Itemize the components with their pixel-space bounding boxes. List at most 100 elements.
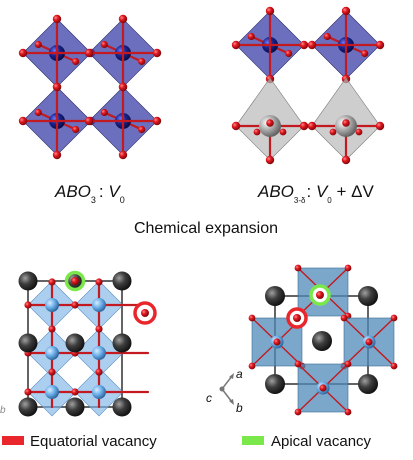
oxygen-atom bbox=[118, 150, 128, 160]
oxygen-atom bbox=[340, 314, 348, 322]
oxygen-atom bbox=[265, 155, 275, 165]
oxygen-atom bbox=[248, 314, 256, 322]
formula-abo3: ABO3: V0 bbox=[54, 182, 125, 205]
formula-abo3-delta: ABO3-δ: V0 + ΔV bbox=[257, 182, 374, 205]
oxygen-atom bbox=[52, 150, 62, 160]
oxygen-atom bbox=[24, 388, 32, 396]
a-site-atom bbox=[65, 333, 85, 353]
b-site-atom bbox=[45, 385, 59, 399]
oxygen-atom bbox=[71, 277, 79, 285]
blue-octahedron bbox=[18, 14, 96, 92]
a-site-atom bbox=[18, 333, 38, 353]
legend-equatorial-swatch bbox=[2, 436, 24, 445]
oxygen-atom bbox=[329, 128, 337, 136]
oxygen-atom bbox=[273, 338, 281, 346]
oxygen-atom bbox=[138, 57, 146, 66]
oxygen-atom bbox=[253, 128, 261, 136]
steel-blue-octahedron bbox=[294, 360, 352, 416]
legend-apical-label: Apical vacancy bbox=[271, 433, 372, 450]
oxygen-atom bbox=[231, 40, 241, 50]
oxygen-atom bbox=[48, 368, 56, 376]
oxygen-atom bbox=[141, 309, 149, 317]
b-site-atom bbox=[45, 346, 59, 360]
oxygen-atom bbox=[355, 128, 363, 136]
oxygen-atom bbox=[84, 116, 94, 126]
axis-indicator: a b c bbox=[206, 367, 243, 415]
a-site-atom bbox=[312, 331, 332, 351]
a-site-atom bbox=[358, 286, 378, 306]
a-site-atom bbox=[18, 397, 38, 417]
blue-octahedron bbox=[307, 6, 385, 84]
oxygen-atom bbox=[247, 32, 255, 41]
oxygen-atom bbox=[294, 408, 302, 416]
oxygen-atom bbox=[34, 108, 42, 117]
blue-octahedron bbox=[84, 82, 162, 160]
oxygen-atom bbox=[390, 314, 398, 322]
oxygen-atom bbox=[118, 14, 128, 24]
a-site-atom bbox=[112, 397, 132, 417]
oxygen-atom bbox=[95, 368, 103, 376]
oxygen-atom bbox=[231, 121, 241, 131]
oxygen-atom bbox=[71, 388, 79, 396]
oxygen-atom bbox=[344, 360, 352, 368]
oxygen-atom bbox=[152, 116, 162, 126]
legend: Equatorial vacancy Apical vacancy bbox=[2, 433, 372, 450]
oxygen-atom bbox=[365, 338, 373, 346]
oxygen-atom bbox=[342, 119, 350, 127]
oxygen-atom bbox=[48, 325, 56, 333]
oxygen-atom bbox=[48, 278, 56, 286]
oxygen-atom bbox=[319, 384, 327, 392]
oxygen-atom bbox=[95, 325, 103, 333]
oxygen-atom bbox=[84, 48, 94, 58]
b-site-atom bbox=[92, 385, 106, 399]
oxygen-atom bbox=[307, 121, 317, 131]
a-site-atom bbox=[65, 397, 85, 417]
oxygen-atom bbox=[299, 121, 309, 131]
oxygen-atom bbox=[18, 116, 28, 126]
lattice-equatorial-vacancy: b bbox=[0, 270, 157, 417]
b-site-atom bbox=[92, 346, 106, 360]
oxygen-atom bbox=[52, 82, 62, 92]
oxygen-atom bbox=[100, 108, 108, 117]
octahedra-structure-abo3-delta bbox=[231, 6, 385, 165]
oxygen-atom bbox=[72, 57, 80, 66]
axis-fragment-label: b bbox=[0, 405, 6, 416]
caption-chemical-expansion: Chemical expansion bbox=[134, 220, 278, 237]
oxygen-atom bbox=[279, 128, 287, 136]
octahedra-structure-abo3 bbox=[18, 14, 162, 160]
oxygen-atom bbox=[375, 121, 385, 131]
oxygen-atom bbox=[34, 40, 42, 49]
oxygen-atom bbox=[344, 264, 352, 272]
b-site-atom bbox=[45, 298, 59, 312]
oxygen-atom bbox=[118, 82, 128, 92]
oxygen-atom bbox=[294, 360, 302, 368]
oxygen-atom bbox=[299, 40, 309, 50]
oxygen-atom bbox=[95, 278, 103, 286]
axis-b-label: b bbox=[236, 401, 243, 415]
oxygen-atom bbox=[341, 155, 351, 165]
oxygen-atom bbox=[316, 291, 324, 299]
lattice-apical-vacancy bbox=[248, 264, 398, 416]
oxygen-atom bbox=[285, 49, 293, 58]
b-site-atom bbox=[92, 298, 106, 312]
gray-octahedron bbox=[307, 77, 385, 165]
oxygen-atom bbox=[138, 125, 146, 134]
oxygen-atom bbox=[100, 40, 108, 49]
legend-apical-swatch bbox=[242, 436, 264, 445]
oxygen-atom bbox=[344, 408, 352, 416]
axis-c-label: c bbox=[206, 391, 212, 405]
oxygen-atom bbox=[390, 362, 398, 370]
legend-equatorial-label: Equatorial vacancy bbox=[30, 433, 157, 450]
oxygen-atom bbox=[375, 40, 385, 50]
oxygen-atom bbox=[71, 301, 79, 309]
oxygen-atom bbox=[294, 264, 302, 272]
a-site-atom bbox=[18, 271, 38, 291]
a-site-atom bbox=[265, 286, 285, 306]
oxygen-atom bbox=[265, 6, 275, 16]
a-site-atom bbox=[112, 271, 132, 291]
oxygen-atom bbox=[307, 40, 317, 50]
oxygen-atom bbox=[52, 14, 62, 24]
oxygen-atom bbox=[323, 32, 331, 41]
a-site-atom bbox=[358, 374, 378, 394]
oxygen-atom bbox=[361, 49, 369, 58]
